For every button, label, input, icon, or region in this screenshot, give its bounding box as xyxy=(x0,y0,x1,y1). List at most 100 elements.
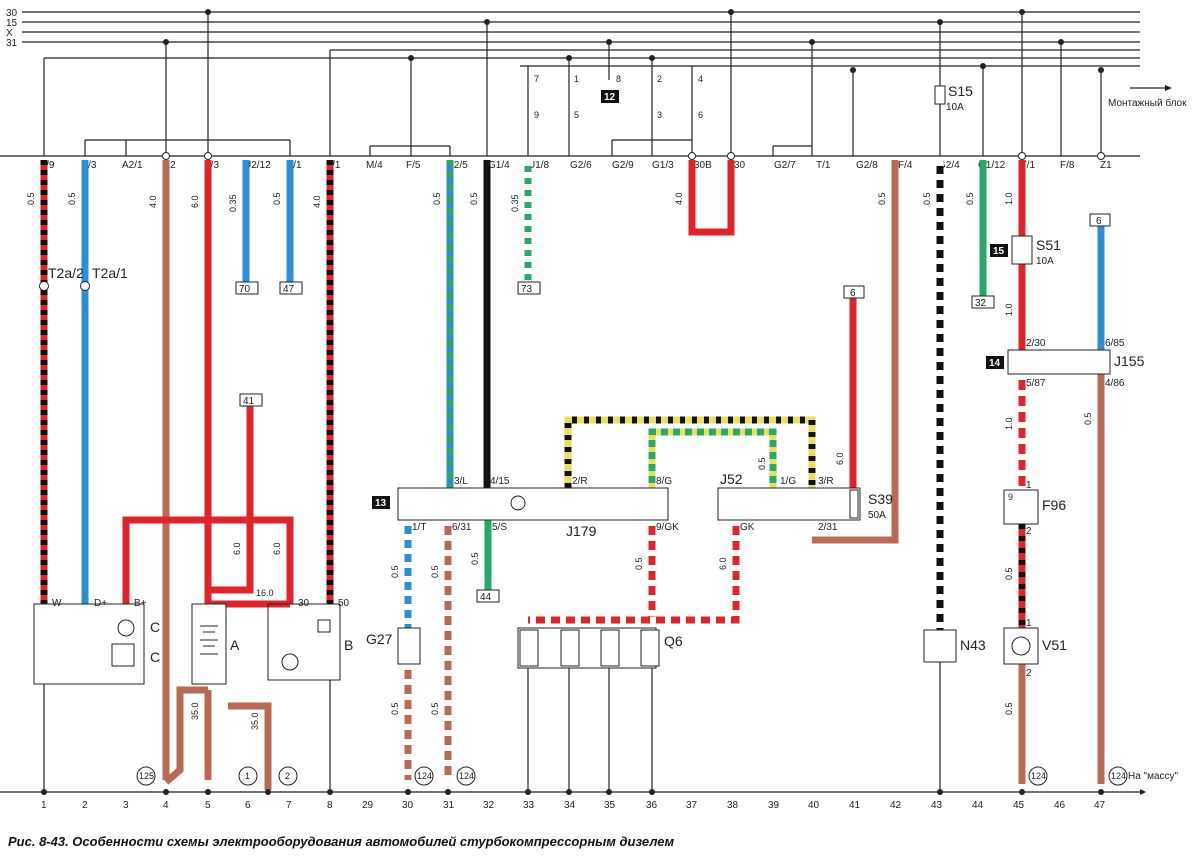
svg-text:2: 2 xyxy=(1026,526,1032,537)
q6-glow-plugs xyxy=(517,627,660,669)
box-13-label: 13 xyxy=(375,498,387,509)
svg-text:8: 8 xyxy=(327,800,333,811)
t2a1-label: T2a/1 xyxy=(92,265,128,281)
svg-text:G2/4: G2/4 xyxy=(938,160,960,171)
svg-text:35.0: 35.0 xyxy=(190,702,200,720)
fuse-s51-icon xyxy=(1011,235,1033,265)
f96-switch xyxy=(1003,489,1039,525)
svg-text:3: 3 xyxy=(123,800,129,811)
j52-box xyxy=(717,487,861,521)
svg-text:0.5: 0.5 xyxy=(272,192,282,205)
box-14-label: 14 xyxy=(989,358,1001,369)
box-14 xyxy=(986,356,1004,369)
svg-text:2: 2 xyxy=(1026,668,1032,679)
svg-text:0.5: 0.5 xyxy=(432,192,442,205)
svg-text:38: 38 xyxy=(727,800,739,811)
fuse-s15-icon xyxy=(934,85,946,105)
svg-text:2/30: 2/30 xyxy=(1026,338,1046,349)
svg-text:47: 47 xyxy=(283,284,295,295)
svg-text:Z2: Z2 xyxy=(164,160,176,171)
svg-text:M/4: M/4 xyxy=(366,160,383,171)
svg-text:34: 34 xyxy=(564,800,576,811)
t2a-connectors xyxy=(39,281,90,291)
j155-label: J155 xyxy=(1114,353,1145,369)
ground-labels: 125 1 2 124 124 124 124 xyxy=(139,771,1126,781)
bus-junction-dots xyxy=(163,9,1104,73)
svg-text:0.5: 0.5 xyxy=(430,702,440,715)
battery-box xyxy=(191,603,227,685)
svg-text:8/G: 8/G xyxy=(656,476,672,487)
svg-text:16.0: 16.0 xyxy=(256,588,274,598)
svg-text:4/15: 4/15 xyxy=(490,476,510,487)
svg-text:0.5: 0.5 xyxy=(757,457,767,470)
svg-text:1: 1 xyxy=(41,800,47,811)
svg-text:1: 1 xyxy=(245,771,250,781)
svg-text:0.5: 0.5 xyxy=(430,565,440,578)
relay-pin: 7 xyxy=(534,74,539,84)
relay-pin: 8 xyxy=(616,74,621,84)
svg-text:G1/3: G1/3 xyxy=(652,160,674,171)
svg-text:1.0: 1.0 xyxy=(1004,417,1014,430)
svg-text:1.0: 1.0 xyxy=(1004,192,1014,205)
box-12-label: 12 xyxy=(604,92,616,103)
svg-text:3/L: 3/L xyxy=(454,476,468,487)
svg-text:125: 125 xyxy=(139,771,154,781)
svg-text:124: 124 xyxy=(1111,771,1126,781)
bus-label-31: 31 xyxy=(6,38,18,49)
box-15 xyxy=(990,244,1008,257)
svg-text:35.0: 35.0 xyxy=(250,712,260,730)
j155-relay xyxy=(1007,349,1111,375)
arrow-right-icon xyxy=(1165,85,1172,91)
svg-text:44: 44 xyxy=(480,592,492,603)
ground-drops xyxy=(43,662,941,792)
svg-text:0.5: 0.5 xyxy=(1004,567,1014,580)
svg-text:6: 6 xyxy=(1096,216,1102,227)
svg-text:1: 1 xyxy=(1026,480,1032,491)
svg-text:37: 37 xyxy=(686,800,698,811)
svg-text:W: W xyxy=(52,598,62,609)
svg-text:32: 32 xyxy=(975,298,987,309)
svg-text:0.35: 0.35 xyxy=(510,194,520,212)
svg-text:0.5: 0.5 xyxy=(877,192,887,205)
bus-drops xyxy=(43,12,1102,156)
j179-box xyxy=(397,487,669,521)
svg-text:1.0: 1.0 xyxy=(1004,303,1014,316)
svg-text:2: 2 xyxy=(285,771,290,781)
component-c-label: C xyxy=(150,619,160,635)
bus-label-x: X xyxy=(6,28,13,39)
j179-icon xyxy=(510,495,526,511)
svg-text:F/5: F/5 xyxy=(406,160,421,171)
relay-pin: 5 xyxy=(574,110,579,120)
mounting-block-label: Монтажный блок xyxy=(1108,97,1187,109)
v51-label: V51 xyxy=(1042,637,1067,653)
box-13 xyxy=(372,496,390,509)
g27-sensor xyxy=(397,627,421,665)
svg-text:0.35: 0.35 xyxy=(228,194,238,212)
ref-tags: 70 47 73 41 6 32 44 6 xyxy=(239,216,1102,603)
svg-text:0.5: 0.5 xyxy=(922,192,932,205)
component-c-label: C xyxy=(150,649,160,665)
svg-text:0.5: 0.5 xyxy=(469,192,479,205)
bottom-numbers: 1 2 3 4 5 6 7 8 29 30 31 32 33 34 35 36 … xyxy=(41,800,1106,811)
svg-text:47: 47 xyxy=(1094,800,1106,811)
box-15-label: 15 xyxy=(993,246,1005,257)
svg-text:35: 35 xyxy=(604,800,616,811)
n43-valve xyxy=(923,629,957,663)
ground-label: На "массу" xyxy=(1128,771,1179,782)
svg-text:6/31: 6/31 xyxy=(452,522,472,533)
svg-text:30B: 30B xyxy=(694,160,712,171)
s51-label: S51 xyxy=(1036,237,1061,253)
relay-pin: 1 xyxy=(574,74,579,84)
svg-text:0.5: 0.5 xyxy=(26,192,36,205)
svg-text:4/86: 4/86 xyxy=(1105,378,1125,389)
svg-text:0.5: 0.5 xyxy=(67,192,77,205)
s39-label: S39 xyxy=(868,491,893,507)
connector-markers xyxy=(162,152,1105,160)
q6-label: Q6 xyxy=(664,633,683,649)
svg-text:6.0: 6.0 xyxy=(232,542,242,555)
svg-text:30: 30 xyxy=(402,800,414,811)
starter-box xyxy=(267,603,341,681)
svg-text:G2/8: G2/8 xyxy=(856,160,878,171)
svg-text:4.0: 4.0 xyxy=(148,195,158,208)
